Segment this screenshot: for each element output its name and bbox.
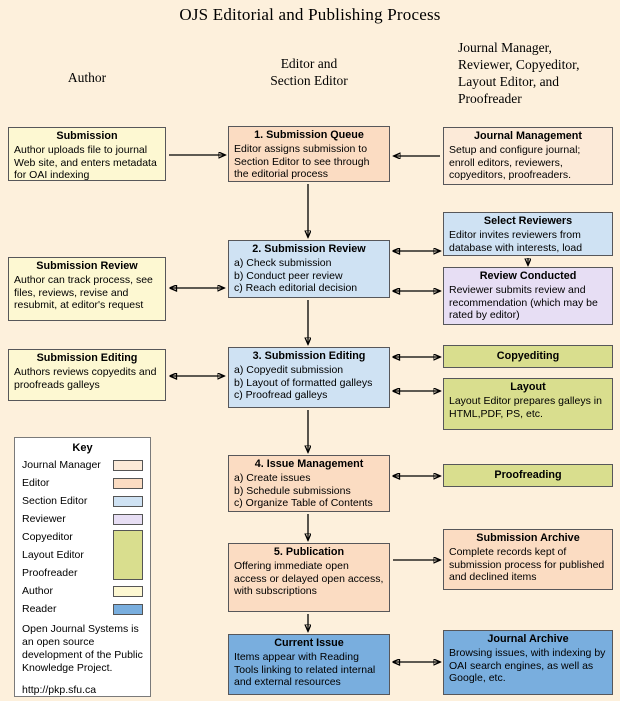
node-body: Authors reviews copyedits and proofreads…: [14, 366, 157, 391]
node-title: Review Conducted: [479, 270, 577, 282]
node-body: Browsing issues, with indexing by OAI se…: [449, 647, 606, 685]
node-select-reviewers: Select Reviewers Editor invites reviewer…: [443, 212, 613, 256]
node-journal-management: Journal Management Setup and configure j…: [443, 127, 613, 185]
node-body: a) Check submission b) Conduct peer revi…: [234, 257, 358, 295]
node-layout: Layout Layout Editor prepares galleys in…: [443, 378, 613, 430]
node-title: Copyediting: [496, 349, 560, 362]
node-current-issue: Current Issue Items appear with Reading …: [228, 634, 390, 695]
node-body: Items appear with Reading Tools linking …: [234, 651, 376, 689]
node-body: a) Copyedit submission b) Layout of form…: [234, 364, 373, 402]
node-title: Proofreading: [494, 468, 562, 481]
legend-label: Editor: [22, 477, 50, 489]
legend-label: Proofreader: [22, 567, 78, 579]
legend-row: Author: [22, 582, 143, 600]
node-title: Submission Editing: [36, 352, 138, 364]
legend-label: Reader: [22, 603, 57, 615]
node-submission-archive: Submission Archive Complete records kept…: [443, 529, 613, 590]
node-copyediting: Copyediting: [443, 345, 613, 368]
journal-manager-swatch: [113, 459, 143, 471]
node-body: a) Create issues b) Schedule submissions…: [234, 472, 373, 510]
reader-swatch: [113, 603, 143, 615]
section-editor-swatch: [113, 495, 143, 507]
legend-row: Proofreader: [22, 564, 143, 582]
node-publication: 5. Publication Offering immediate open a…: [228, 543, 390, 612]
legend-footer: Open Journal Systems is an open source d…: [22, 623, 143, 675]
node-title: 2. Submission Review: [252, 243, 366, 255]
node-body: Offering immediate open access or delaye…: [234, 560, 384, 598]
column-header-author: Author: [67, 70, 107, 85]
node-submission-review-author: Submission Review Author can track proce…: [8, 257, 166, 321]
node-journal-archive: Journal Archive Browsing issues, with in…: [443, 630, 613, 695]
editor-swatch: [113, 477, 143, 489]
node-title: 3. Submission Editing: [252, 350, 366, 362]
node-submission-editing-author: Submission Editing Authors reviews copye…: [8, 349, 166, 401]
node-body: Complete records kept of submission proc…: [449, 546, 605, 584]
legend-row: Editor: [22, 474, 143, 492]
legend-rows: Journal Manager Editor Section Editor Re…: [22, 456, 143, 618]
node-issue-management: 4. Issue Management a) Create issues b) …: [228, 455, 390, 512]
legend-label: Copyeditor: [22, 531, 73, 543]
node-submission: Submission Author uploads file to journa…: [8, 127, 166, 181]
author-swatch: [113, 585, 143, 597]
page-title: OJS Editorial and Publishing Process: [179, 5, 441, 24]
node-title: Submission: [56, 130, 118, 142]
legend-label: Journal Manager: [22, 459, 101, 471]
legend-row: Reviewer: [22, 510, 143, 528]
node-review-conducted: Review Conducted Reviewer submits review…: [443, 267, 613, 325]
column-header-editor: Editor and Section Editor: [270, 56, 348, 88]
node-title: 1. Submission Queue: [254, 129, 364, 141]
legend-label: Section Editor: [22, 495, 88, 507]
legend-row: Reader: [22, 600, 143, 618]
legend-row: Copyeditor: [22, 528, 143, 546]
node-body: Reviewer submits review and recommendati…: [449, 284, 598, 322]
node-title: Layout: [510, 381, 546, 393]
node-body: Editor assigns submission to Section Edi…: [234, 143, 370, 181]
node-title: Submission Review: [36, 260, 138, 272]
node-title: Journal Management: [474, 130, 582, 142]
node-title: Submission Archive: [476, 532, 580, 544]
reviewer-swatch: [113, 513, 143, 525]
legend: Key Journal Manager Editor Section Edito…: [14, 437, 151, 697]
legend-title: Key: [72, 442, 93, 454]
legend-label: Reviewer: [22, 513, 66, 525]
column-header-others: Journal Manager, Reviewer, Copyeditor, L…: [458, 40, 580, 106]
node-title: Journal Archive: [487, 633, 569, 645]
legend-label: Layout Editor: [22, 549, 84, 561]
node-title: Select Reviewers: [483, 215, 573, 227]
node-submission-review: 2. Submission Review a) Check submission…: [228, 240, 390, 298]
legend-row: Journal Manager: [22, 456, 143, 474]
node-body: Layout Editor prepares galleys in HTML,P…: [449, 395, 602, 420]
node-body: Setup and configure journal; enroll edit…: [449, 144, 581, 182]
copyeditor-layout-proofreader-swatch: [113, 530, 143, 580]
node-title: 4. Issue Management: [254, 458, 364, 470]
node-title: 5. Publication: [273, 546, 345, 558]
node-submission-editing: 3. Submission Editing a) Copyedit submis…: [228, 347, 390, 408]
node-body: Author can track process, see files, rev…: [14, 274, 153, 312]
legend-row: Section Editor: [22, 492, 143, 510]
node-submission-queue: 1. Submission Queue Editor assigns submi…: [228, 126, 390, 182]
node-title: Current Issue: [274, 637, 344, 649]
legend-label: Author: [22, 585, 53, 597]
legend-row: Layout Editor: [22, 546, 143, 564]
node-body: Editor invites reviewers from database w…: [449, 229, 583, 254]
node-proofreading: Proofreading: [443, 464, 613, 487]
pkp-url: http://pkp.sfu.ca: [22, 683, 97, 696]
node-body: Author uploads file to journal Web site,…: [14, 144, 157, 182]
